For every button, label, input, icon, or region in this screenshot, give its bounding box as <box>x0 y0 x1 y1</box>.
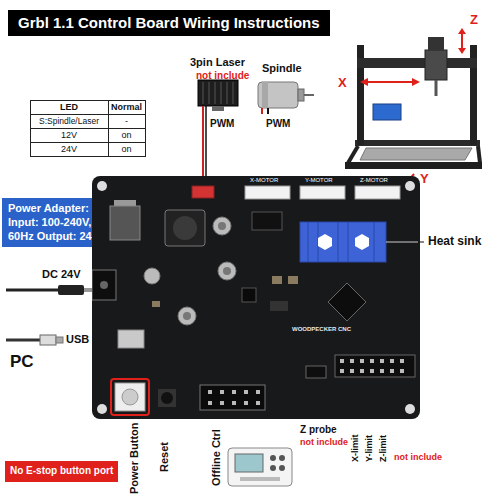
axis-label: X <box>338 75 347 91</box>
note: not include <box>394 452 442 463</box>
part-name: 3pin Laser <box>190 56 245 69</box>
connector-name: Y-MOTOR <box>305 177 333 184</box>
laser-module <box>198 80 238 187</box>
board-illustration <box>92 176 420 419</box>
led-table <box>30 100 146 157</box>
control-board: WOODPECKER CNC <box>92 176 420 419</box>
spindle-motor <box>258 82 314 114</box>
dc-plug <box>6 285 92 295</box>
usb-cable <box>6 335 63 345</box>
table-cell: 12V <box>30 128 108 142</box>
table-cell: LED <box>30 100 108 114</box>
connector-name: Z-MOTOR <box>360 177 388 184</box>
part-name: Heat sink <box>428 234 481 248</box>
cnc-machine <box>345 28 482 191</box>
table-cell: - <box>108 114 145 128</box>
estop-note-box: No E-stop button port <box>5 461 118 482</box>
connector-name: Z-limit <box>378 435 389 462</box>
table-cell: 24V <box>30 142 108 156</box>
node-heading: No E-stop button port <box>10 465 113 478</box>
note: not include <box>300 437 348 448</box>
table-cell: on <box>108 128 145 142</box>
part-name: PC <box>10 352 34 372</box>
title-bar: Grbl 1.1 Control Board Wiring Instructio… <box>8 10 330 36</box>
table-cell: on <box>108 142 145 156</box>
axis-label: Y <box>420 171 429 187</box>
part-name: Reset <box>158 442 171 472</box>
table-cell: Normal <box>108 100 145 114</box>
part-name: Spindle <box>262 62 302 75</box>
part-name: Offline Ctrl <box>210 429 223 486</box>
note: not include <box>196 70 249 82</box>
connector-name: DC 24V <box>42 268 81 281</box>
connector-name: X-MOTOR <box>250 177 278 184</box>
part-name: Power Button <box>128 423 141 495</box>
axis-label: Z <box>470 12 478 28</box>
signal-name: PWM <box>210 118 234 130</box>
connector-name: USB <box>66 333 89 346</box>
connector-name: Y-limit <box>364 435 375 462</box>
part-name: Z probe <box>300 424 337 436</box>
offline-controller <box>228 448 292 486</box>
node-heading: WOODPECKER CNC <box>292 326 351 334</box>
connector-name: X-limit <box>350 434 361 462</box>
table-cell: S:Spindle/Laser <box>30 114 108 128</box>
signal-name: PWM <box>266 118 290 130</box>
